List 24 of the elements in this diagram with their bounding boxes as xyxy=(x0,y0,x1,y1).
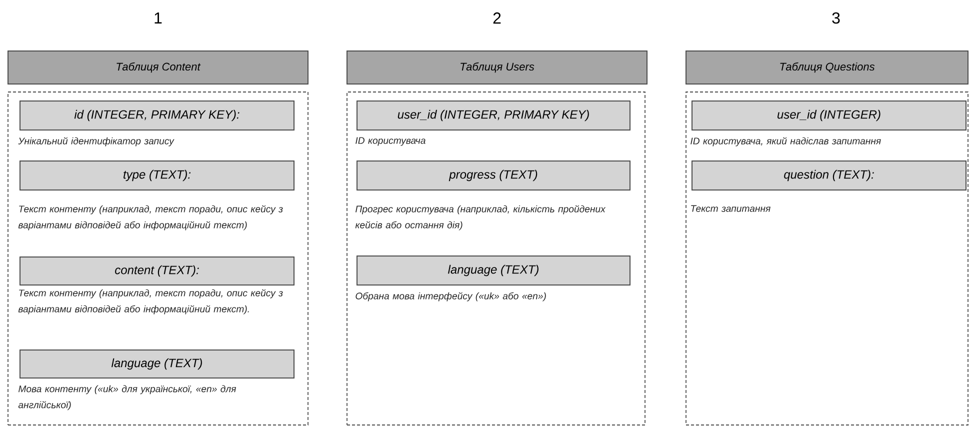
field-description: Текст запитання xyxy=(691,205,770,212)
field-description: Обрана мова інтерфейсу («uk» або «en») xyxy=(356,292,546,302)
field-box: question (TEXT): xyxy=(692,160,967,190)
field-description: Мова контенту («uk» для української, «en» для англійської) xyxy=(18,385,236,410)
field-box: progress (TEXT) xyxy=(356,160,630,190)
field-description: Прогрес користувача (наприклад, кількість пройдених кейсів або остання дія) xyxy=(355,205,606,230)
field-box: type (TEXT): xyxy=(20,160,294,190)
table-number: 1 xyxy=(154,12,162,24)
field-description: Текст контенту (наприклад, текст поради, опис кейсу з варіантами відповідей або інформаційний текст). xyxy=(18,289,283,314)
field-box: user_id (INTEGER, PRIMARY KEY) xyxy=(356,100,630,130)
field-description: Текст контенту (наприклад, текст поради, опис кейсу з варіантами відповідей або інформаційний текст) xyxy=(18,205,283,230)
field-box: language (TEXT) xyxy=(356,256,630,286)
table-number: 2 xyxy=(493,12,501,24)
field-description: ID користувача xyxy=(356,137,426,146)
field-box: language (TEXT) xyxy=(20,350,294,378)
field-box: user_id (INTEGER) xyxy=(692,100,967,130)
field-box: content (TEXT): xyxy=(20,256,294,286)
field-description: ID користувача, який надіслав запитання xyxy=(690,137,881,146)
table-header: Таблиця Users xyxy=(346,50,648,84)
table-header: Таблиця Questions xyxy=(686,50,969,84)
field-description: Унікальний ідентифікатор запису xyxy=(18,137,174,146)
table-number: 3 xyxy=(832,12,840,24)
table-header: Таблиця Content xyxy=(8,50,308,84)
field-box: id (INTEGER, PRIMARY KEY): xyxy=(20,100,294,130)
